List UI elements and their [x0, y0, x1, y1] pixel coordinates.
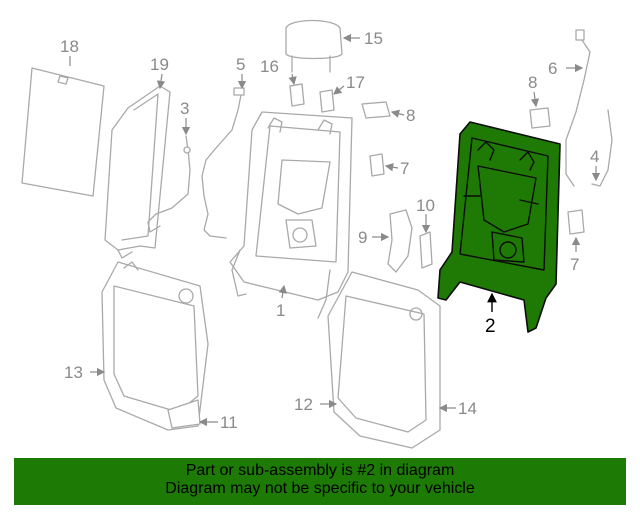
- callout-13: 13: [64, 363, 83, 382]
- callout-6: 6: [548, 59, 557, 78]
- part-17-headrest-guide: [319, 89, 335, 113]
- part-15-headrest: [285, 19, 343, 73]
- callout-5: 5: [236, 55, 245, 74]
- callout-8b-leader: [530, 91, 540, 108]
- callout-7a-leader: [384, 163, 399, 172]
- part-6-connector: [575, 29, 585, 41]
- callout-7b: 7: [570, 255, 579, 274]
- notice-line-1: Part or sub-assembly is #2 in diagram: [185, 462, 455, 479]
- callout-8a-leader: [390, 109, 405, 118]
- callout-15: 15: [364, 29, 383, 48]
- part-16-headrest-guide: [289, 83, 305, 107]
- part-6-wire: [565, 39, 591, 187]
- callout-18: 18: [60, 37, 79, 56]
- part-7-clip-left: [369, 153, 385, 177]
- callout-10: 10: [416, 196, 435, 215]
- callout-19-leader: [156, 73, 166, 90]
- callout-9: 9: [358, 228, 367, 247]
- part-4-wire: [591, 109, 613, 187]
- part-5-connector: [233, 87, 245, 96]
- callout-12: 12: [294, 395, 313, 414]
- part-8-clip-right: [529, 107, 551, 129]
- callout-17-leader: [333, 85, 345, 95]
- callout-8a: 8: [406, 106, 415, 125]
- callout-1: 1: [276, 301, 285, 320]
- part-3-connector: [183, 146, 191, 154]
- callout-17: 17: [346, 73, 365, 92]
- callout-19: 19: [150, 55, 169, 74]
- callout-2: 2: [485, 316, 496, 337]
- callout-3: 3: [180, 99, 189, 118]
- part-9-hinge-cover: [387, 209, 413, 273]
- part-18-back-panel: [21, 67, 105, 197]
- parts-diagram: 18 19 3 5 16 17 15 8 7 10 9 1 13 11 12 1…: [21, 19, 613, 449]
- part-3-wire: [147, 135, 191, 233]
- part-10-bracket: [419, 231, 433, 269]
- part-1-seatback-frame: [229, 111, 353, 319]
- callout-7a: 7: [400, 159, 409, 178]
- callout-16-leader: [288, 73, 297, 86]
- notice-line-2: Diagram may not be specific to your vehi…: [165, 480, 475, 497]
- notice-banner: Part or sub-assembly is #2 in diagram Di…: [14, 458, 626, 505]
- part-14-seatback-cushion: [327, 271, 441, 449]
- callout-8b: 8: [528, 73, 537, 92]
- callout-16: 16: [260, 57, 279, 76]
- part-19-side-trim: [104, 85, 171, 259]
- part-7-clip-right: [567, 209, 585, 235]
- part-2-seatback-frame-highlighted: [437, 121, 561, 333]
- callout-11: 11: [220, 413, 238, 432]
- callout-14: 14: [458, 399, 477, 418]
- callout-1-leader: [278, 284, 287, 299]
- callout-4: 4: [590, 147, 599, 166]
- part-8-clip-left: [361, 101, 391, 119]
- part-5-wire: [201, 89, 243, 239]
